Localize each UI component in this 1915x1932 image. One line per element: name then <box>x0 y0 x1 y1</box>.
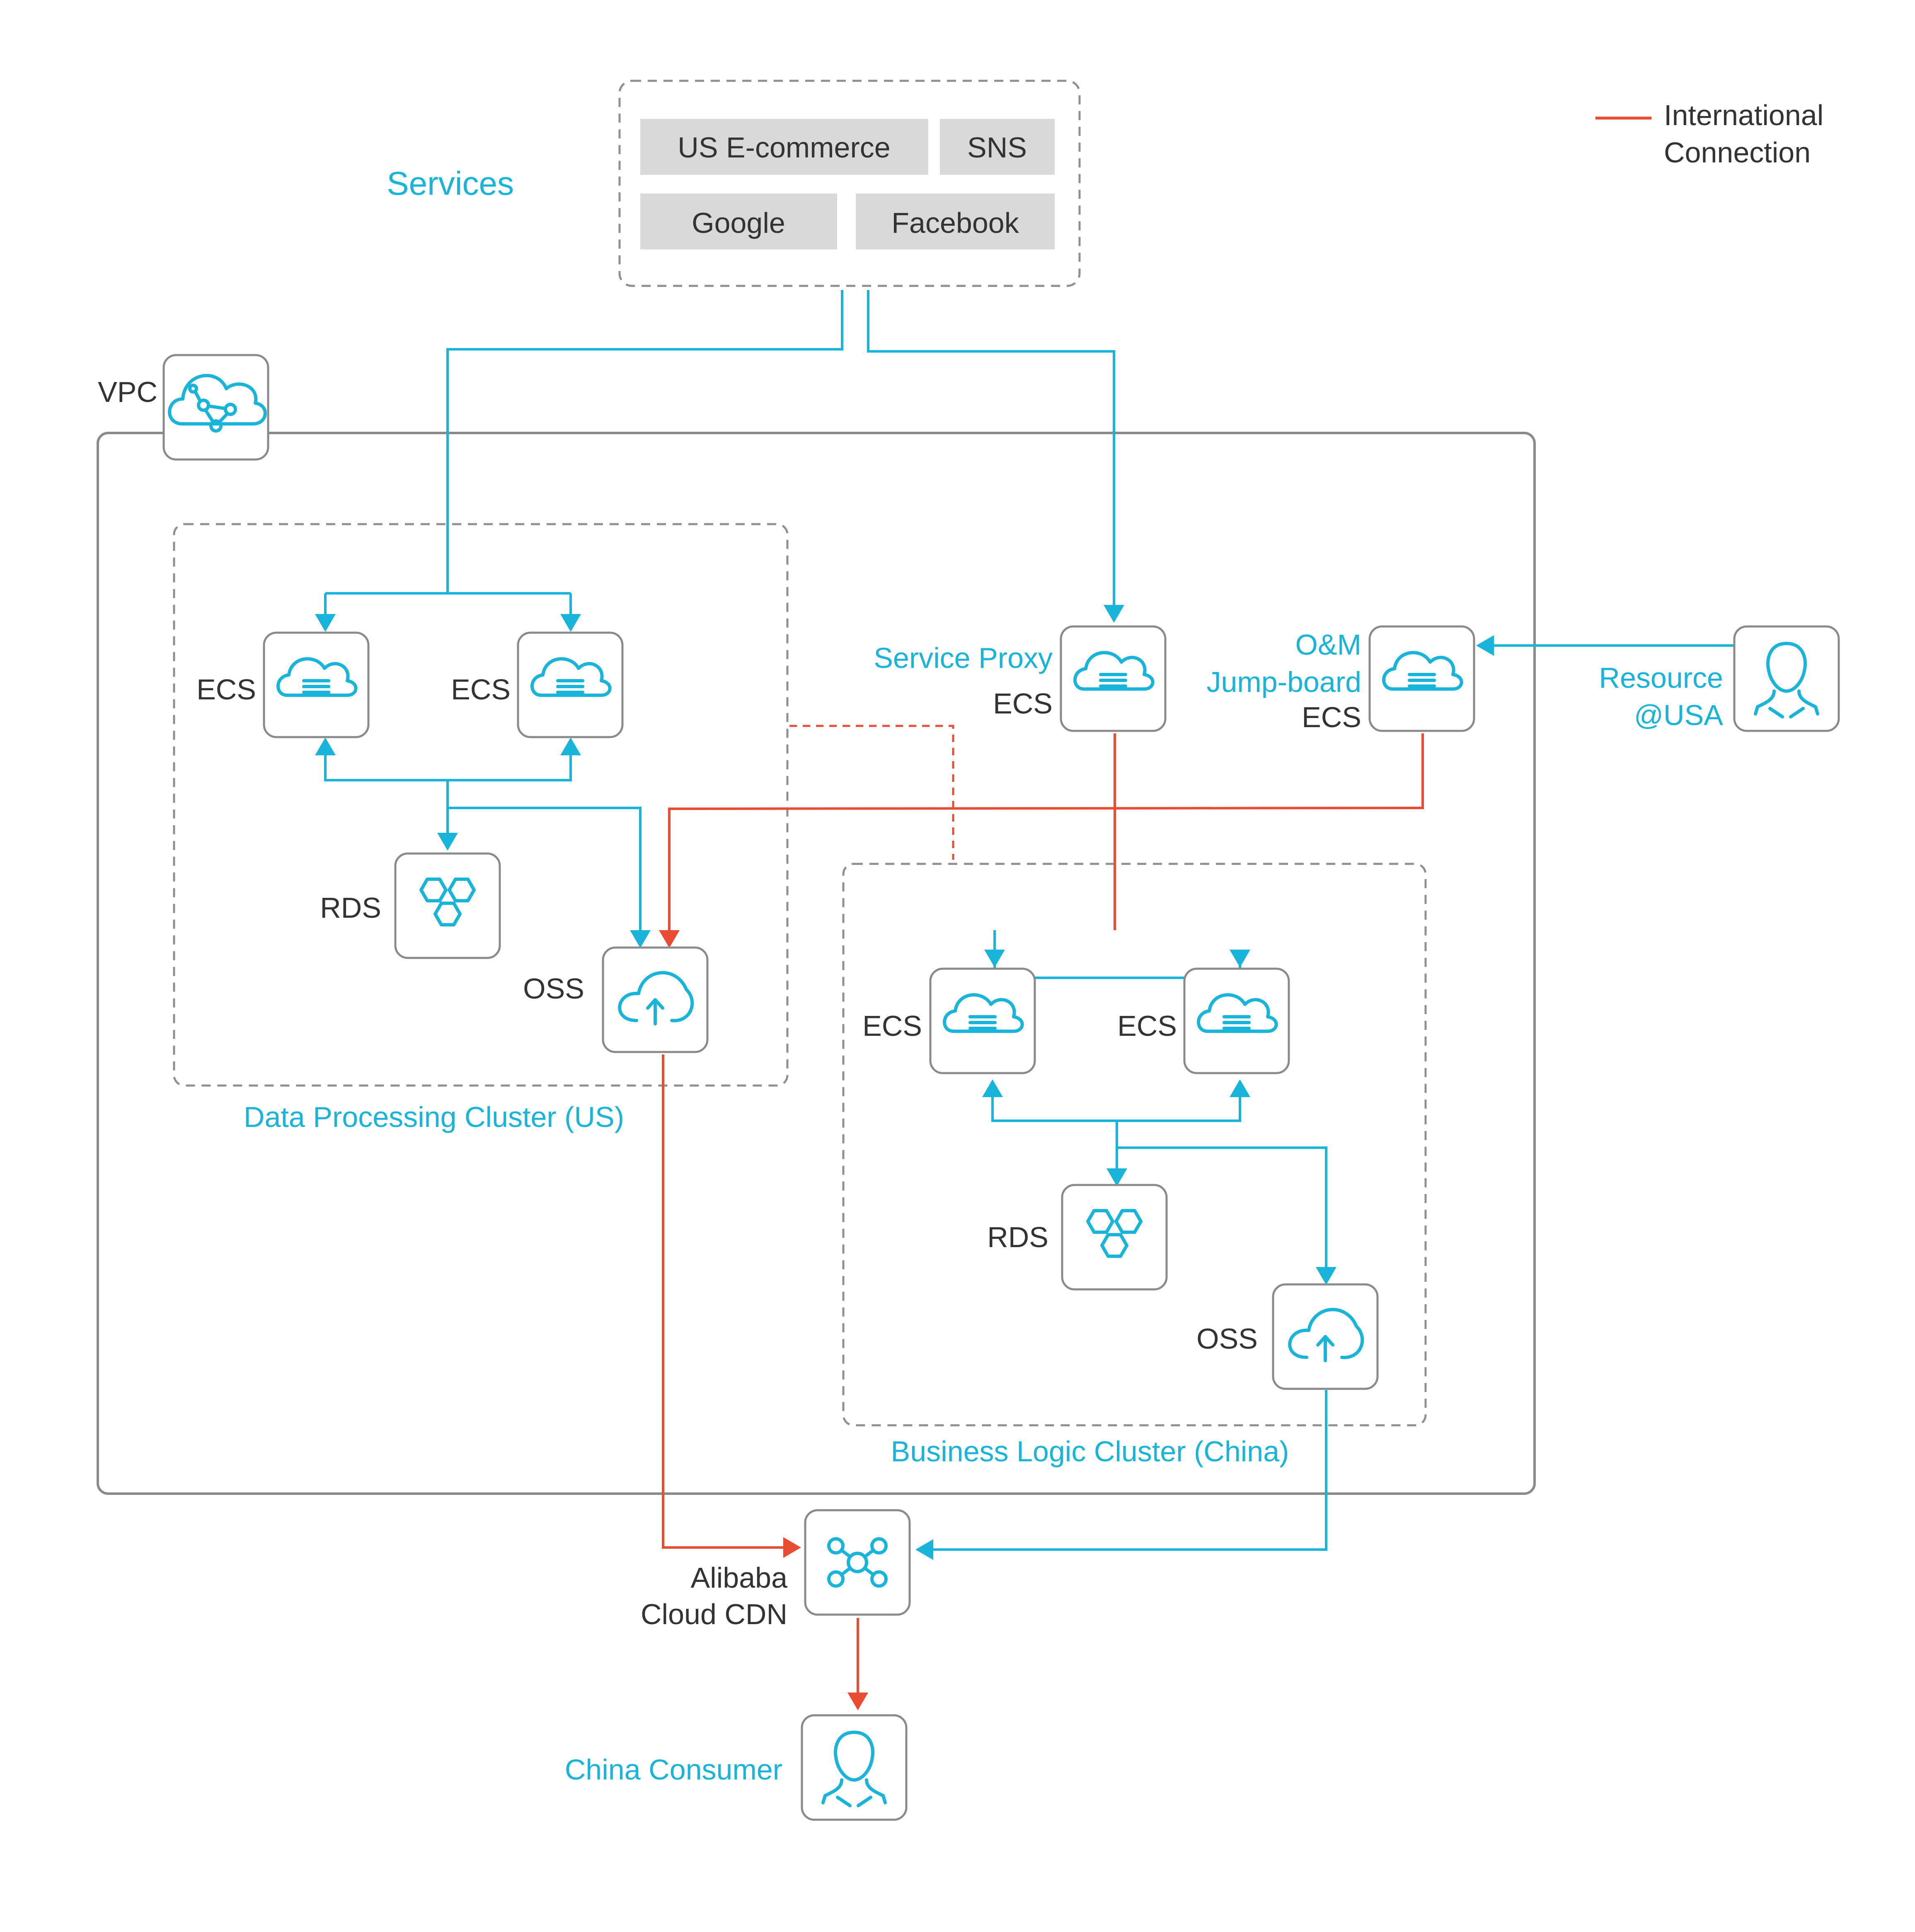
services-group <box>618 80 1081 287</box>
service-label: US E-commerce <box>678 131 890 164</box>
service-box <box>640 193 837 249</box>
china-rds-label: RDS <box>987 1221 1048 1253</box>
cdn-line2: Cloud CDN <box>641 1598 787 1630</box>
vpc-node <box>162 354 269 461</box>
vpc-container <box>97 432 1536 1495</box>
us-ecs-right-node <box>517 631 624 738</box>
china-oss-label: OSS <box>1196 1323 1258 1355</box>
service-proxy-node <box>1060 625 1167 732</box>
china-consumer-label: China Consumer <box>565 1753 782 1786</box>
us-ecs-left-node <box>263 631 370 738</box>
service-proxy-type: ECS <box>993 687 1053 720</box>
china-oss-node <box>1272 1283 1379 1390</box>
china-consumer-node <box>801 1714 908 1821</box>
legend-label-line2: Connection <box>1664 136 1811 169</box>
us-ecs-right-label: ECS <box>451 673 511 706</box>
china-rds-node <box>1061 1184 1168 1291</box>
services-title: Services <box>387 165 514 202</box>
service-label: SNS <box>967 131 1027 164</box>
arrowheads <box>315 605 1494 1710</box>
legend-label-line1: International <box>1664 99 1823 131</box>
china-cluster-title: Business Logic Cluster (China) <box>891 1435 1289 1468</box>
us-oss-label: OSS <box>523 972 584 1005</box>
us-cluster-title: Data Processing Cluster (US) <box>244 1101 624 1133</box>
us-rds-node <box>394 852 501 959</box>
vpc-label: VPC <box>98 376 157 408</box>
cdn-line1: Alibaba <box>690 1562 787 1594</box>
jump-board-line1: O&M <box>1295 629 1361 661</box>
service-label: Facebook <box>891 207 1019 239</box>
service-box <box>640 119 928 175</box>
china-ecs-right-label: ECS <box>1117 1010 1177 1042</box>
china-ecs-left-node <box>929 967 1036 1074</box>
jump-board-line2: Jump-board <box>1206 666 1361 698</box>
resource-line2: @USA <box>1634 699 1723 731</box>
connector-lines-blue <box>324 290 1736 1551</box>
service-proxy-name: Service Proxy <box>874 642 1053 674</box>
china-ecs-left-label: ECS <box>862 1010 922 1042</box>
service-box <box>940 119 1055 175</box>
service-label: Google <box>692 207 785 239</box>
cdn-node <box>804 1509 911 1616</box>
us-ecs-left-label: ECS <box>196 673 256 706</box>
resource-usa-node <box>1733 625 1840 732</box>
jump-board-node <box>1368 625 1475 732</box>
jump-board-type: ECS <box>1302 701 1361 733</box>
connector-lines-red <box>662 725 1424 1695</box>
us-rds-label: RDS <box>320 892 381 924</box>
resource-line1: Resource <box>1599 662 1723 694</box>
china-ecs-right-node <box>1183 967 1290 1074</box>
us-oss-node <box>602 946 709 1053</box>
service-box <box>856 193 1055 249</box>
